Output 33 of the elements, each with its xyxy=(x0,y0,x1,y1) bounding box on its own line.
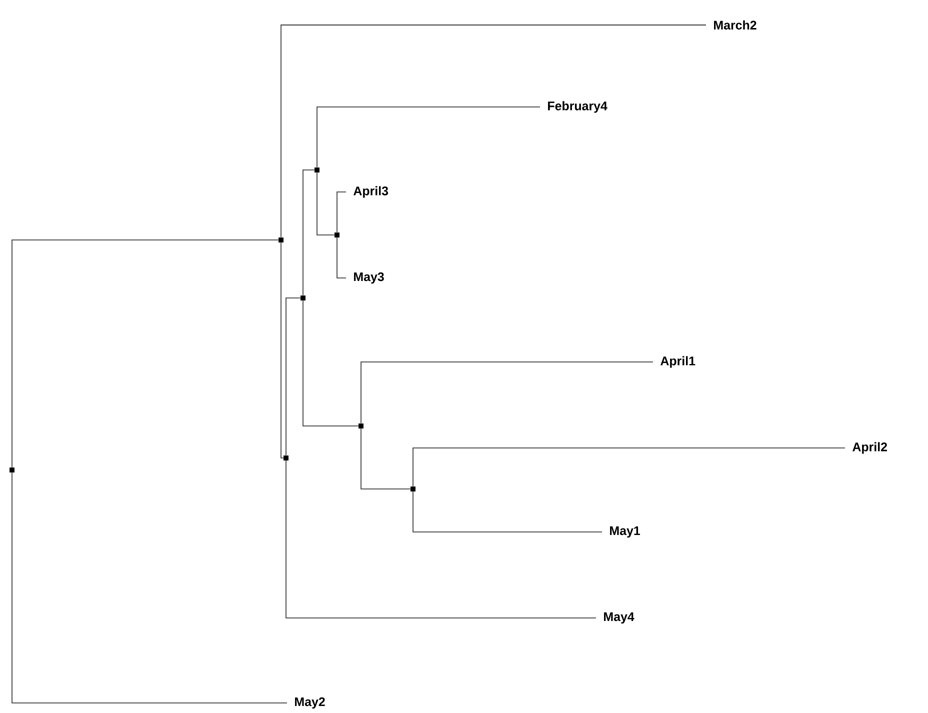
branch-line xyxy=(12,240,279,468)
leaf-label: February4 xyxy=(548,101,608,113)
branch-node xyxy=(410,486,416,492)
branch-line xyxy=(302,170,315,296)
branch-line xyxy=(12,472,288,704)
branch-node xyxy=(300,295,306,300)
branch-line xyxy=(316,172,335,236)
branch-line xyxy=(316,106,540,168)
branch-line xyxy=(280,242,284,458)
branch-line xyxy=(336,192,346,233)
leaf-label: March2 xyxy=(714,20,756,30)
leaf-label: May1 xyxy=(610,526,640,538)
leaf-label: April3 xyxy=(354,186,388,198)
branch-line xyxy=(302,300,359,426)
leaf-label: April1 xyxy=(660,356,696,368)
branch-line xyxy=(412,491,602,532)
branch-node xyxy=(278,237,284,242)
branch-line xyxy=(336,237,346,278)
leaf-label: May3 xyxy=(354,272,384,284)
branch-node xyxy=(284,455,288,460)
leaf-label: May4 xyxy=(604,612,634,624)
branch-node xyxy=(314,167,320,172)
leaf-label: April2 xyxy=(852,442,887,454)
branch-line xyxy=(360,362,654,424)
branch-line xyxy=(360,428,411,490)
branch-node xyxy=(358,423,364,428)
branch-line xyxy=(280,24,706,238)
branch-line xyxy=(412,448,846,487)
leaf-label: May2 xyxy=(295,697,325,709)
branch-node xyxy=(10,467,14,472)
branch-line xyxy=(286,460,596,618)
branch-node xyxy=(334,232,340,238)
branch-line xyxy=(286,298,301,456)
